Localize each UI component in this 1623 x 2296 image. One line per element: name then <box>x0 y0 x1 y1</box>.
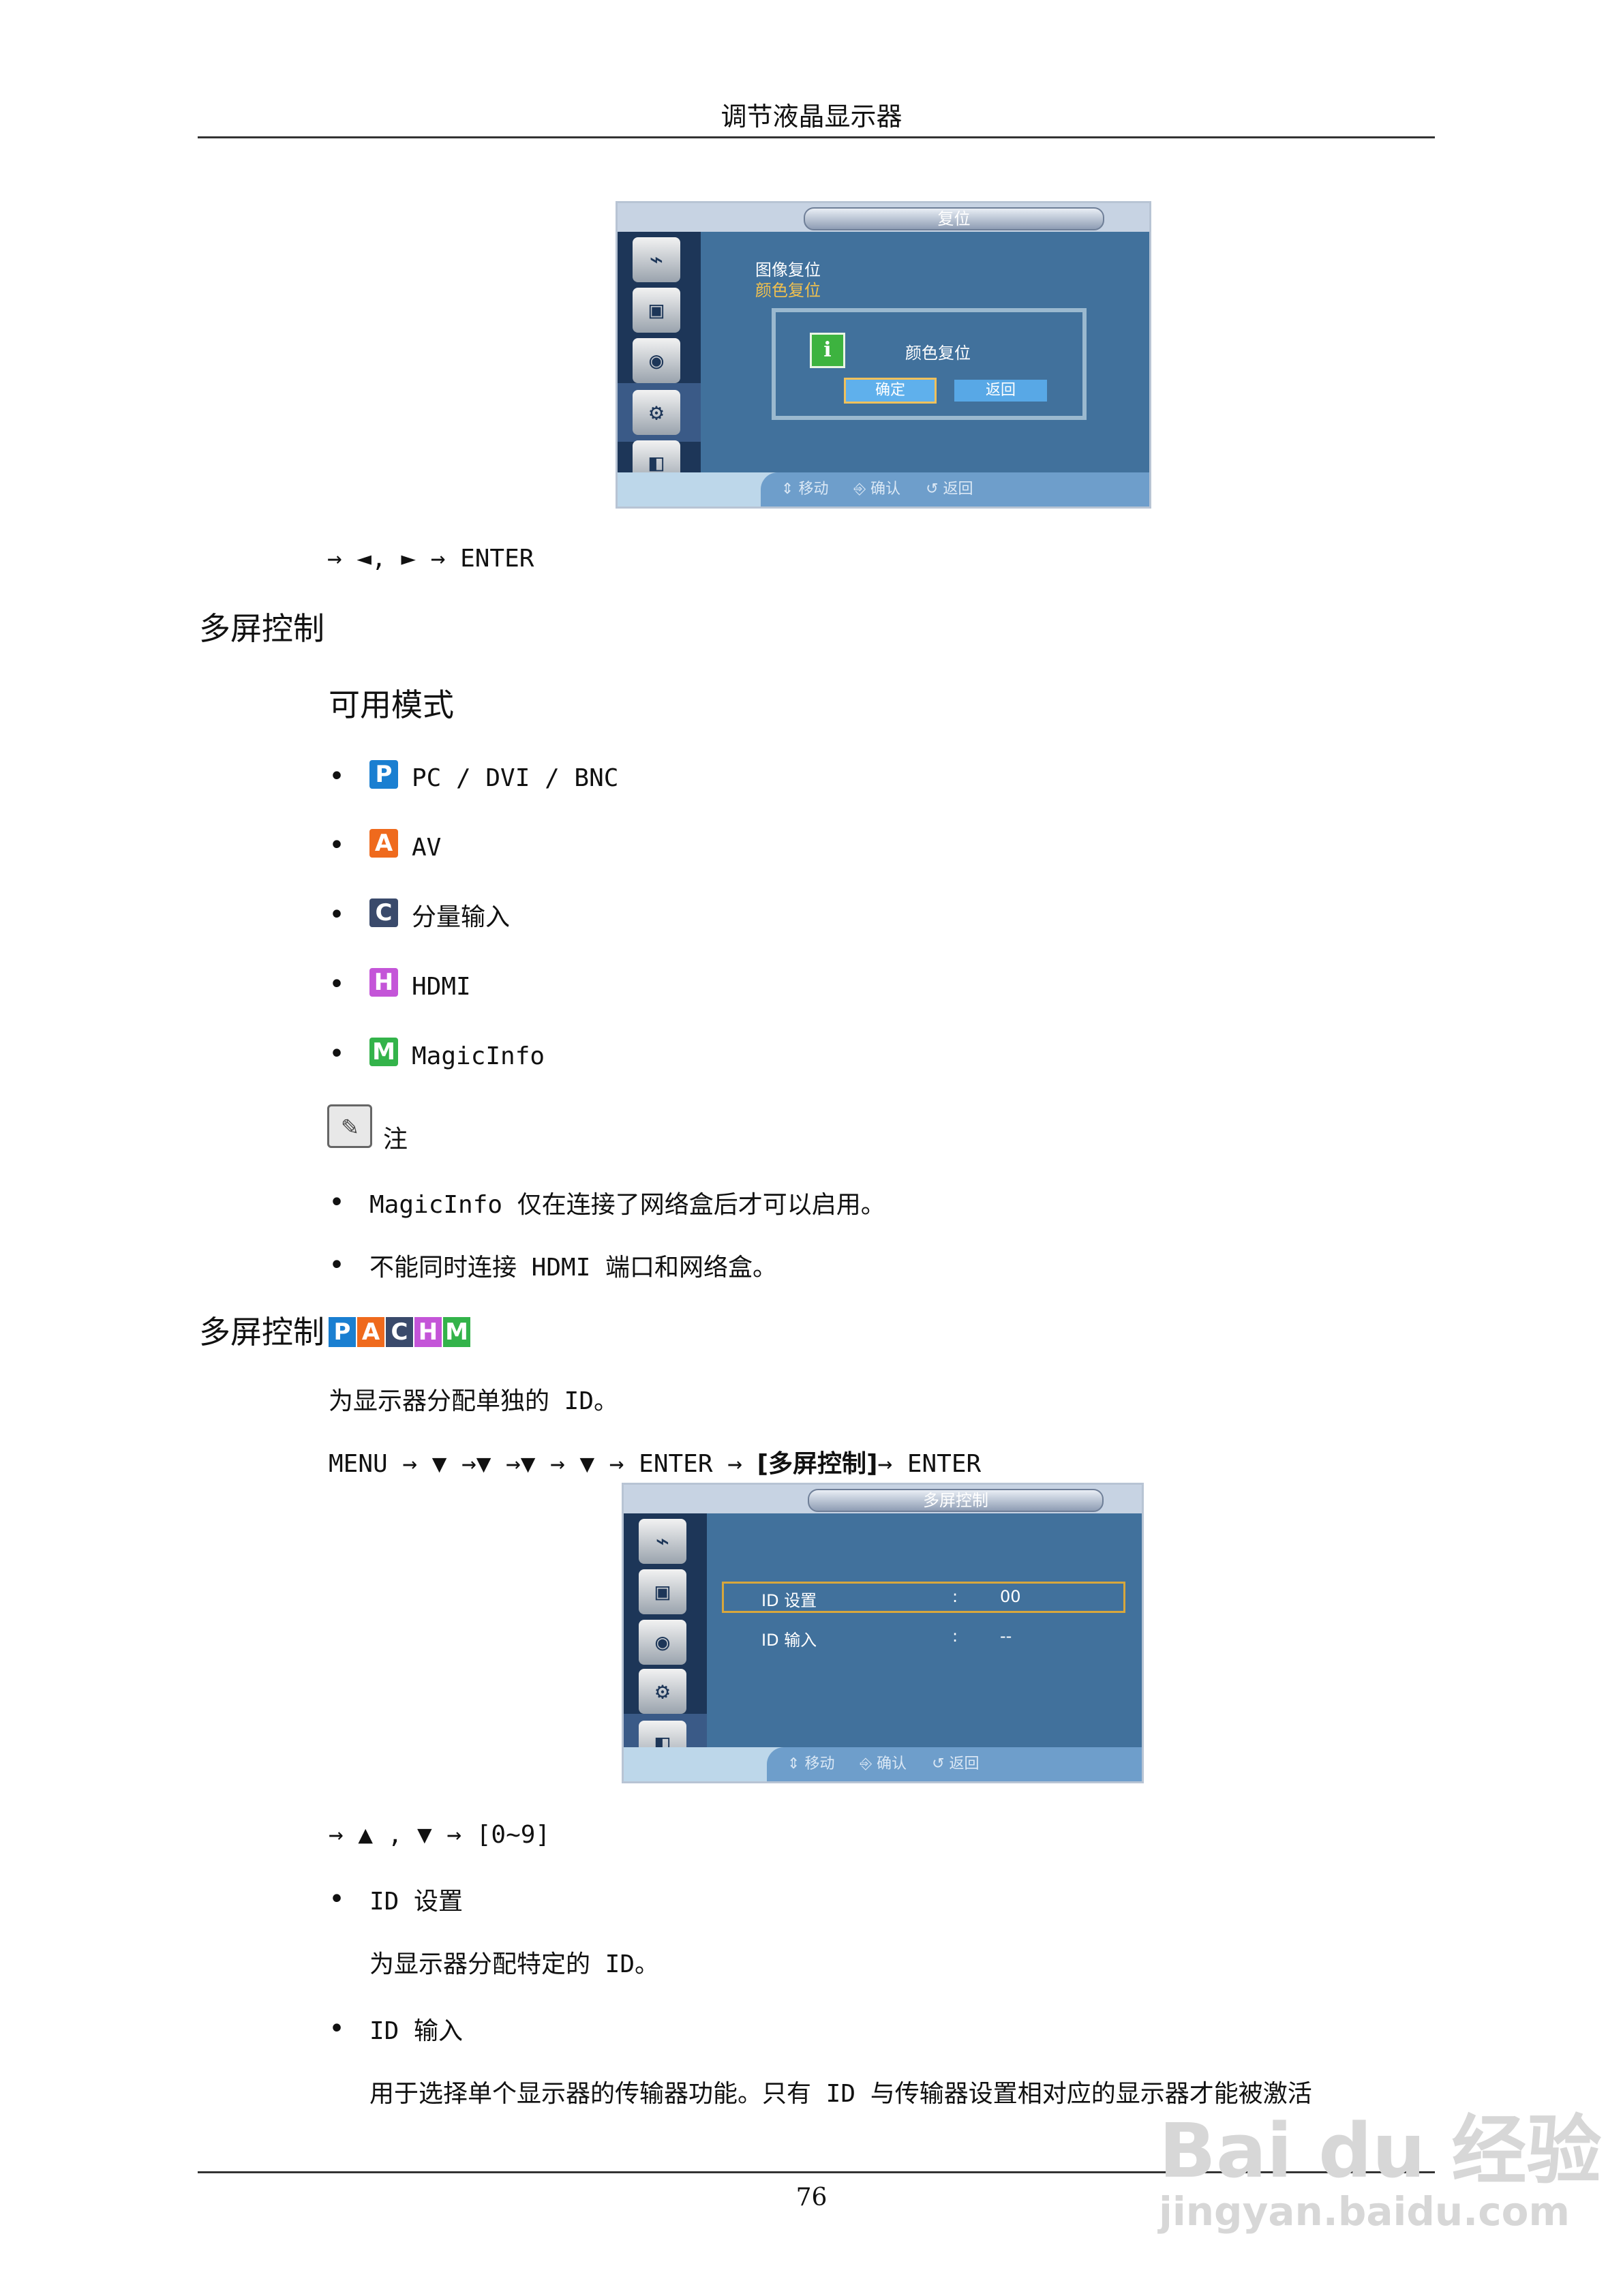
osd-footer: ⇕ 移动 ⎆ 确认 ↺ 返回 <box>618 472 1149 507</box>
footer-rule <box>198 2171 1435 2173</box>
badge-h: H <box>414 1317 442 1347</box>
osd-reset-screenshot: 复位 ⌁ ▣ ◉ ⚙ ◧ 图像复位 颜色复位 i 颜色复位 确定 返回 ⇕ 移动… <box>616 201 1151 509</box>
badge-m: M <box>443 1317 470 1347</box>
dialog-text: 颜色复位 <box>905 344 971 363</box>
mode-label-hdmi: HDMI <box>412 973 471 1001</box>
osd-row-sep: : <box>952 1627 958 1646</box>
modes-title: 可用模式 <box>329 686 454 723</box>
mode-badge-a: A <box>369 829 398 858</box>
item-id-setup-title: ID 设置 <box>369 1888 464 1916</box>
picture-icon: ▣ <box>633 288 680 333</box>
osd-row-id-setup-value: 00 <box>1000 1587 1021 1606</box>
info-icon: i <box>810 333 845 368</box>
section-title-multi-control-2: 多屏控制 <box>199 1314 324 1350</box>
page-header-title: 调节液晶显示器 <box>721 102 902 132</box>
watermark-url: jingyan.baidu.com <box>1159 2188 1570 2235</box>
note-magicinfo: MagicInfo 仅在连接了网络盒后才可以启用。 <box>369 1191 885 1219</box>
sound-icon: ◉ <box>633 338 680 383</box>
osd-sidebar: ⌁ ▣ ◉ ⚙ ◧ <box>624 1513 707 1772</box>
bullet: • <box>329 1038 346 1070</box>
setup-gear-icon: ⚙ <box>639 1669 686 1714</box>
osd-footer-bar: ⇕ 移动 ⎆ 确认 ↺ 返回 <box>761 472 1149 507</box>
dialog-return-button[interactable]: 返回 <box>954 380 1047 402</box>
nav-instruction-reset: → ◄, ► → ENTER <box>327 545 534 573</box>
bullet: • <box>329 1884 346 1915</box>
mode-label-pc: PC / DVI / BNC <box>412 764 619 792</box>
osd-footer: ⇕ 移动 ⎆ 确认 ↺ 返回 <box>624 1747 1142 1781</box>
osd-item-color-reset: 颜色复位 <box>755 281 821 300</box>
setup-gear-icon: ⚙ <box>633 390 680 435</box>
badge-c: C <box>386 1317 413 1347</box>
watermark-brand: Bai du 经验 <box>1159 2107 1602 2194</box>
note-pencil-icon: ✎ <box>327 1104 372 1148</box>
mode-label-av: AV <box>412 834 442 862</box>
bullet: • <box>329 969 346 1000</box>
mode-badge-m: M <box>369 1038 398 1066</box>
note-label: 注 <box>383 1126 408 1153</box>
osd-row-id-input-value: -- <box>1000 1627 1012 1646</box>
mode-badge-c: C <box>369 898 398 927</box>
osd-item-image-reset: 图像复位 <box>755 260 821 280</box>
note-hdmi: 不能同时连接 HDMI 端口和网络盒。 <box>369 1254 778 1282</box>
section2-description: 为显示器分配单独的 ID。 <box>329 1387 619 1415</box>
badge-p: P <box>329 1317 356 1347</box>
bullet: • <box>329 761 346 792</box>
mode-badge-p: P <box>369 760 398 789</box>
mode-label-component: 分量输入 <box>412 903 511 931</box>
nav-instruction-menu: MENU → ▼ →▼ →▼ → ▼ → ENTER → [多屏控制]→ ENT… <box>329 1450 982 1478</box>
mode-label-magicinfo: MagicInfo <box>412 1042 545 1070</box>
osd-footer-bar: ⇕ 移动 ⎆ 确认 ↺ 返回 <box>767 1747 1142 1781</box>
mode-badge-h: H <box>369 968 398 997</box>
osd-main-panel: 图像复位 颜色复位 i 颜色复位 确定 返回 <box>701 232 1149 472</box>
osd-main-panel: ID 设置 : 00 ID 输入 : -- <box>707 1513 1142 1747</box>
page-number: 76 <box>795 2184 828 2211</box>
footer-confirm: ⎆ 确认 <box>853 481 901 498</box>
osd-row-id-setup-label[interactable]: ID 设置 <box>761 1591 817 1610</box>
badge-a: A <box>357 1317 384 1347</box>
item-id-setup-desc: 为显示器分配特定的 ID。 <box>369 1950 660 1978</box>
bullet: • <box>329 1250 346 1281</box>
osd-title: 多屏控制 <box>808 1489 1104 1512</box>
item-id-input-title: ID 输入 <box>369 2017 464 2045</box>
bullet: • <box>329 830 346 861</box>
item-id-input-desc: 用于选择单个显示器的传输器功能。只有 ID 与传输器设置相对应的显示器才能被激活 <box>369 2080 1312 2108</box>
footer-return: ↺ 返回 <box>926 481 973 498</box>
osd-row-highlight <box>722 1582 1125 1613</box>
nav-instruction-id: → ▲ , ▼ → [0~9] <box>329 1821 551 1849</box>
picture-icon: ▣ <box>639 1569 686 1614</box>
input-icon: ⌁ <box>639 1519 686 1564</box>
dialog-ok-button[interactable]: 确定 <box>844 378 937 404</box>
osd-row-id-input-label[interactable]: ID 输入 <box>761 1631 817 1650</box>
osd-multi-control-screenshot: 多屏控制 ⌁ ▣ ◉ ⚙ ◧ ID 设置 : 00 ID 输入 : -- ⇕ 移… <box>622 1483 1144 1783</box>
osd-row-sep: : <box>952 1587 958 1606</box>
input-icon: ⌁ <box>633 237 680 282</box>
sound-icon: ◉ <box>639 1620 686 1665</box>
osd-sidebar: ⌁ ▣ ◉ ⚙ ◧ <box>618 232 701 485</box>
section-title-multi-control: 多屏控制 <box>199 610 324 647</box>
footer-return: ↺ 返回 <box>932 1755 980 1772</box>
osd-title: 复位 <box>804 207 1104 230</box>
osd-confirm-dialog: i 颜色复位 确定 返回 <box>772 308 1087 420</box>
bullet: • <box>329 2013 346 2044</box>
footer-move: ⇕ 移动 <box>787 1755 835 1772</box>
bullet: • <box>329 899 346 931</box>
bullet: • <box>329 1187 346 1218</box>
footer-confirm: ⎆ 确认 <box>860 1755 907 1772</box>
header-rule <box>198 136 1435 138</box>
footer-move: ⇕ 移动 <box>781 481 829 498</box>
